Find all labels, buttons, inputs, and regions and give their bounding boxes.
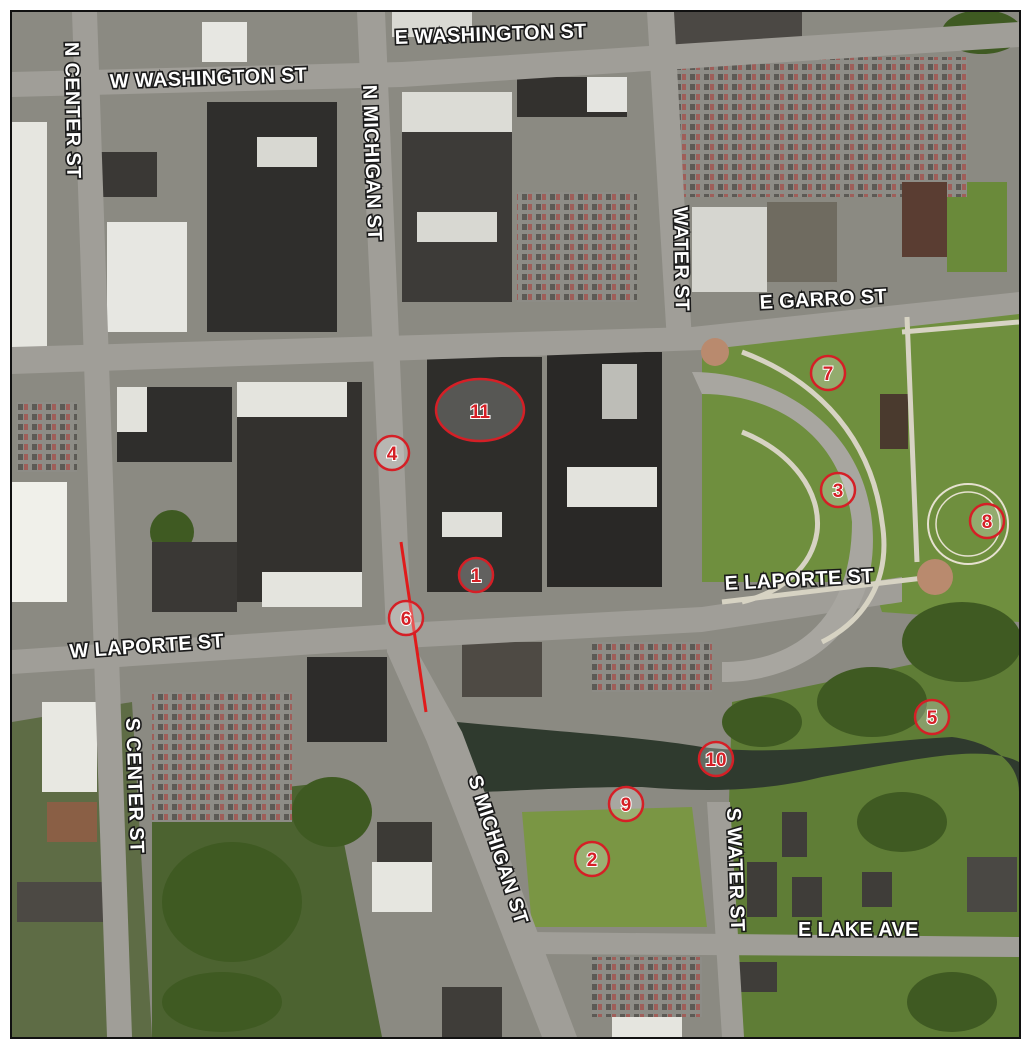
plaza-ring [927,483,1009,565]
water-st-label: WATER ST [669,207,693,312]
svg-text:11: 11 [470,402,491,423]
marker-11[interactable]: 11 [434,377,526,443]
marker-4[interactable]: 4 [373,434,411,472]
aerial-map[interactable]: W WASHINGTON ST E WASHINGTON ST N CENTER… [10,10,1021,1039]
marker-5[interactable]: 5 [913,698,951,736]
marker-6[interactable]: 6 [387,599,425,637]
marker-10[interactable]: 10 [697,740,735,778]
svg-text:4: 4 [387,444,398,465]
svg-text:3: 3 [833,481,844,502]
marker-7[interactable]: 7 [809,354,847,392]
svg-text:1: 1 [471,566,482,587]
s-center-label: S CENTER ST [121,717,148,853]
s-water-label: S WATER ST [722,807,748,931]
marker-2[interactable]: 2 [573,840,611,878]
svg-text:7: 7 [823,364,834,385]
svg-text:9: 9 [621,795,632,816]
n-center-label: N CENTER ST [60,42,84,179]
plaza-circle [917,559,953,595]
svg-text:2: 2 [587,850,598,871]
highlighted-segment [399,541,428,713]
park-drive [692,372,873,682]
buildings [12,12,1017,1037]
svg-text:5: 5 [927,708,938,729]
park-paths [721,316,1019,645]
marker-8[interactable]: 8 [968,502,1006,540]
map-canvas[interactable]: W WASHINGTON ST E WASHINGTON ST N CENTER… [12,12,1019,1037]
svg-text:10: 10 [705,750,726,771]
marker-3[interactable]: 3 [819,471,857,509]
svg-text:8: 8 [982,512,993,533]
site-markers: 1 2 3 4 5 6 7 8 9 10 11 [373,354,1006,878]
marker-9[interactable]: 9 [607,785,645,823]
parking-lots [17,57,967,1017]
marker-1[interactable]: 1 [457,556,495,594]
e-lake-label: E LAKE AVE [798,919,919,941]
roads [12,12,1019,1037]
tree-canopy [150,12,1019,1032]
river [457,722,1019,792]
svg-text:6: 6 [401,609,412,630]
